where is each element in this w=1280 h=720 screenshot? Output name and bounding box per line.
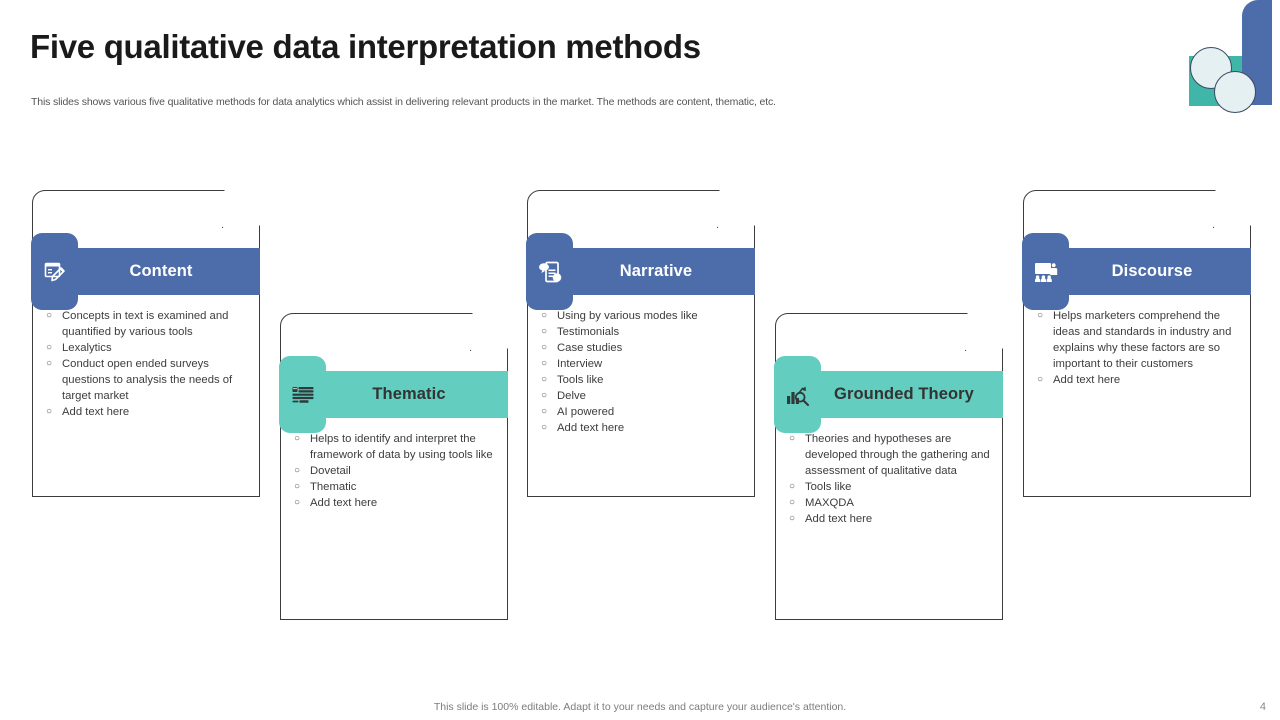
list-item: ○ Dovetail [292,463,498,479]
card-bullet-list: ○ Concepts in text is examined and quanti… [44,308,250,420]
bullet-icon: ○ [46,406,53,417]
list-item: ○ Add text here [787,511,993,527]
list-item: ○ Add text here [1035,372,1241,388]
list-item: ○ Theories and hypotheses are developed t… [787,431,993,479]
card-header: Content [31,233,260,310]
list-item-text: Delve [557,390,586,402]
list-item: ○ Concepts in text is examined and quanti… [44,308,250,340]
bullet-icon: ○ [541,342,548,353]
card-bullet-list: ○ Using by various modes like ○ Testimonial… [539,308,745,436]
list-item-text: Dovetail [310,465,351,477]
list-item: ○ Interview [539,356,745,372]
list-item-text: Conduct open ended surveys questions to … [62,358,233,402]
list-item-text: Add text here [1053,374,1121,386]
bullet-icon: ○ [294,465,301,476]
list-item-text: Testimonials [557,326,620,338]
list-item-text: Lexalytics [62,342,112,354]
list-item: ○ Tools like [787,479,993,495]
bullet-icon: ○ [789,481,796,492]
corner-decoration [1180,0,1280,115]
list-item-text: Theories and hypotheses are developed th… [805,433,990,477]
bullet-icon: ○ [789,433,796,444]
list-item-text: Case studies [557,342,623,354]
bullet-icon: ○ [789,513,796,524]
card-header: Thematic [279,356,508,433]
bullet-icon: ○ [541,390,548,401]
list-item: ○ Add text here [539,420,745,436]
list-item: ○ Delve [539,388,745,404]
list-item-text: Add text here [557,422,625,434]
list-item-text: Interview [557,358,603,370]
card-title: Grounded Theory [834,385,974,403]
page-title: Five qualitative data interpretation met… [30,28,701,65]
card-header: Discourse [1022,233,1251,310]
list-item: ○ Add text here [292,495,498,511]
card-bullet-list: ○ Helps to identify and interpret the fra… [292,431,498,511]
bullet-icon: ○ [294,433,301,444]
list-item-text: Helps to identify and interpret the fram… [310,433,493,461]
list-item: ○ Using by various modes like [539,308,745,324]
list-item-text: Add text here [310,497,378,509]
light-circle-icon [1214,71,1256,113]
bullet-icon: ○ [46,342,53,353]
card-header: Grounded Theory [774,356,1003,433]
document-chat-check-icon [526,233,573,310]
method-card-discourse[interactable]: Discourse ○ Helps marketers comprehend the… [1022,190,1251,497]
bullet-icon: ○ [1037,374,1044,385]
card-title: Content [129,262,193,280]
list-item-text: Helps marketers comprehend the ideas and… [1053,310,1232,370]
list-item: ○ Lexalytics [44,340,250,356]
card-title: Discourse [1111,262,1193,280]
list-item-text: Tools like [805,481,852,493]
bullet-icon: ○ [46,358,53,369]
card-header: Narrative [526,233,755,310]
list-item-text: Tools like [557,374,604,386]
list-item-text: Concepts in text is examined and quantif… [62,310,229,338]
list-item: ○ MAXQDA [787,495,993,511]
list-item: ○ Case studies [539,340,745,356]
document-pen-icon [31,233,78,310]
footer-note: This slide is 100% editable. Adapt it to… [433,701,847,713]
bullet-icon: ○ [1037,310,1044,321]
bullet-icon: ○ [541,422,548,433]
card-surface [32,190,260,497]
bullet-icon: ○ [541,326,548,337]
list-item-text: AI powered [557,406,615,418]
bullet-icon: ○ [46,310,53,321]
bullet-icon: ○ [541,310,548,321]
bar-chart-magnifier-icon [774,356,821,433]
method-card-narrative[interactable]: Narrative ○ Using by various modes like ○ Te… [526,190,755,497]
list-item: ○ Thematic [292,479,498,495]
card-bullet-list: ○ Theories and hypotheses are developed t… [787,431,993,527]
list-item-text: Thematic [310,481,357,493]
list-item: ○ Testimonials [539,324,745,340]
page-subtitle: This slides shows various five qualitati… [31,96,776,108]
method-card-content[interactable]: Content ○ Concepts in text is examined and… [31,190,260,497]
list-item: ○ Helps to identify and interpret the fra… [292,431,498,463]
card-title: Narrative [619,262,693,280]
bullet-icon: ○ [294,497,301,508]
card-bullet-list: ○ Helps marketers comprehend the ideas an… [1035,308,1241,388]
method-card-grounded-theory[interactable]: Grounded Theory ○ Theories and hypotheses … [774,313,1003,620]
server-stack-icon [279,356,326,433]
page-number: 4 [1259,701,1266,713]
bullet-icon: ○ [541,358,548,369]
list-item-text: Add text here [805,513,873,525]
list-item-text: Add text here [62,406,130,418]
list-item-text: MAXQDA [805,497,854,509]
card-title: Thematic [372,385,446,403]
bullet-icon: ○ [789,497,796,508]
presentation-audience-icon [1022,233,1069,310]
bullet-icon: ○ [294,481,301,492]
list-item: ○ Add text here [44,404,250,420]
bullet-icon: ○ [541,406,548,417]
list-item: ○ Tools like [539,372,745,388]
method-card-thematic[interactable]: Thematic ○ Helps to identify and interpret… [279,313,508,620]
list-item: ○ Helps marketers comprehend the ideas an… [1035,308,1241,372]
list-item: ○ Conduct open ended surveys questions to… [44,356,250,404]
bullet-icon: ○ [541,374,548,385]
list-item-text: Using by various modes like [557,310,698,322]
list-item: ○ AI powered [539,404,745,420]
